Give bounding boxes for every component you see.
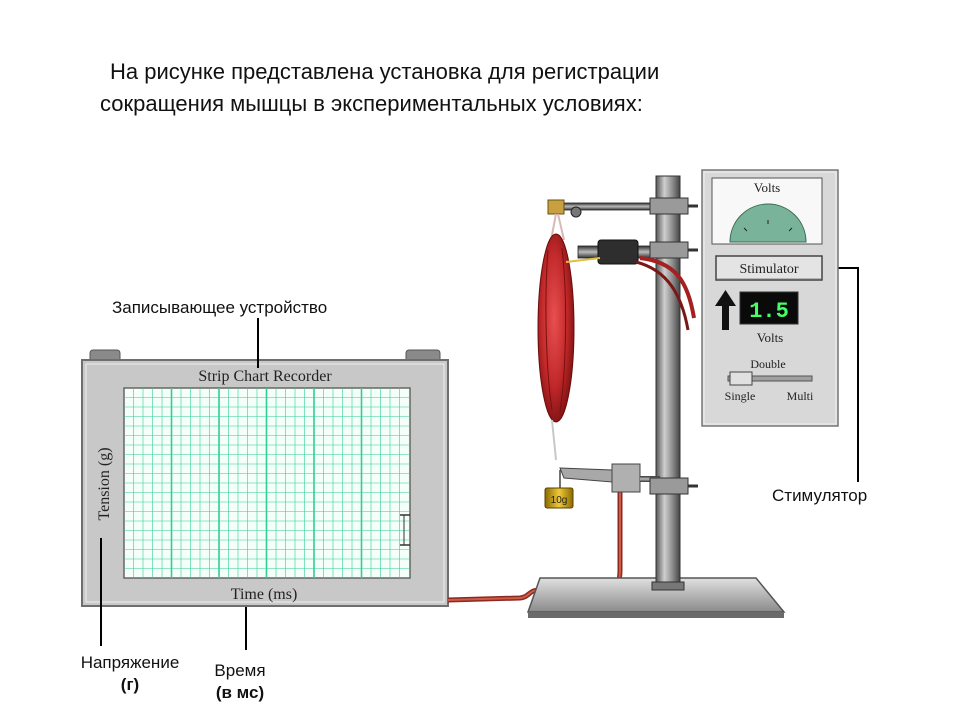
electrode-wire (565, 257, 601, 263)
stimulator-caption: Стимулятор (772, 486, 868, 505)
mode-slider-track[interactable] (727, 375, 813, 382)
transducer-box (611, 463, 641, 493)
upper-hook (547, 199, 565, 215)
slider-label-double: Double (750, 357, 785, 371)
recorder-x-label: Time (ms) (231, 586, 298, 603)
stand-pole (655, 175, 681, 589)
intro-line-2: сокращения мышцы в экспериментальных усл… (100, 91, 643, 116)
lower-clamp (649, 477, 689, 495)
slider-label-single: Single (725, 389, 756, 403)
upper-clamp (649, 197, 689, 215)
mode-slider-handle[interactable] (729, 371, 753, 386)
time-caption-line-2: (в мс) (215, 683, 265, 702)
recorder-grid (124, 388, 410, 578)
strip-chart-recorder: Strip Chart Recorder Time (ms) Tension (… (81, 349, 449, 607)
time-caption-line-1: Время (214, 661, 266, 680)
tension-caption-line-1: Напряжение (80, 653, 180, 672)
volt-meter-label: Volts (754, 180, 781, 195)
tendon (551, 419, 557, 461)
voltage-unit: Volts (757, 330, 784, 345)
stimulator-wire (639, 256, 696, 319)
lever-arm (559, 467, 613, 483)
time-caption: Время (в мс) (190, 660, 290, 704)
weight (544, 487, 574, 509)
stimulator-button-label: Stimulator (739, 262, 798, 277)
slider-label-multi: Multi (787, 389, 814, 403)
lab-stand (526, 175, 786, 618)
tension-caption-line-2: (г) (120, 675, 140, 694)
recorder-title: Strip Chart Recorder (198, 368, 332, 385)
stimulator-panel: Volts Stimulator 1.5 Volts Double Single… (701, 169, 839, 427)
voltage-up-arrow-icon[interactable] (715, 290, 736, 330)
intro-line-1: На рисунке представлена установка для ре… (110, 59, 660, 84)
muscle-preparation: 10g (537, 199, 601, 509)
middle-clamp (649, 241, 689, 259)
stimulator-button[interactable]: Stimulator (715, 255, 823, 281)
tension-caption: Напряжение (г) (60, 652, 200, 696)
voltage-display (739, 291, 799, 325)
recorder-caption: Записывающее устройство (112, 298, 328, 317)
weight-label: 10g (551, 495, 568, 506)
intro-text: На рисунке представлена установка для ре… (100, 56, 880, 120)
recorder-y-label: Tension (g) (96, 447, 113, 520)
electrode-holder (597, 239, 639, 265)
voltage-display-value: 1.5 (749, 299, 789, 324)
